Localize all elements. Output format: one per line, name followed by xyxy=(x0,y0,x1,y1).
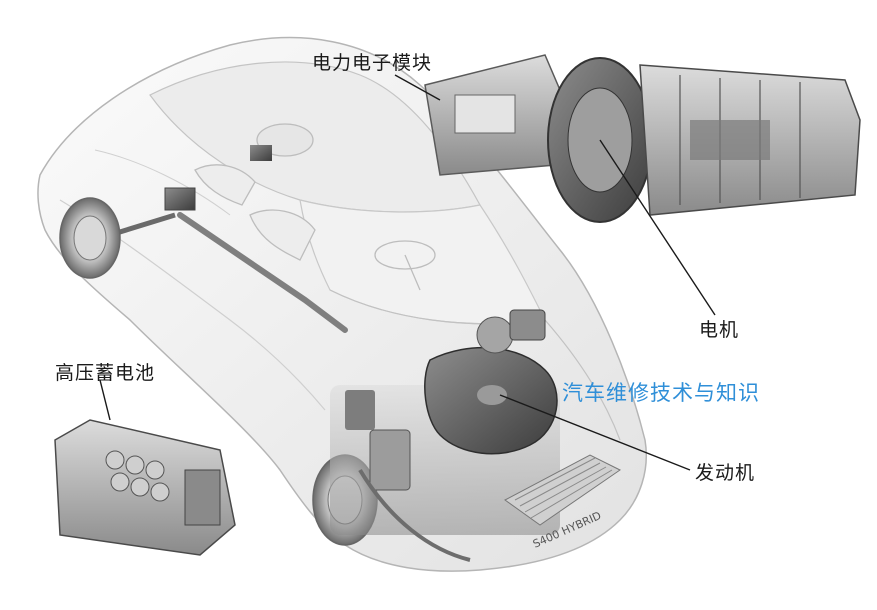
leader-lines xyxy=(99,74,716,471)
engine-assembly xyxy=(330,309,560,562)
watermark-text: 汽车维修技术与知识 xyxy=(562,381,760,405)
leader-motor xyxy=(599,139,716,316)
transmission-inset xyxy=(424,54,861,223)
label-battery: 高压蓄电池 xyxy=(55,362,156,384)
label-motor: 电机 xyxy=(699,319,740,341)
battery-inset xyxy=(54,419,236,556)
drive-shaft xyxy=(109,145,348,333)
leader-engine xyxy=(499,394,691,471)
label-power-electronics: 电力电子模块 xyxy=(312,52,433,74)
rear-wheel xyxy=(59,197,121,279)
leader-power-electronics xyxy=(394,74,441,101)
label-engine: 发动机 xyxy=(695,462,756,484)
leader-battery xyxy=(99,379,111,421)
car-interior xyxy=(194,123,436,291)
